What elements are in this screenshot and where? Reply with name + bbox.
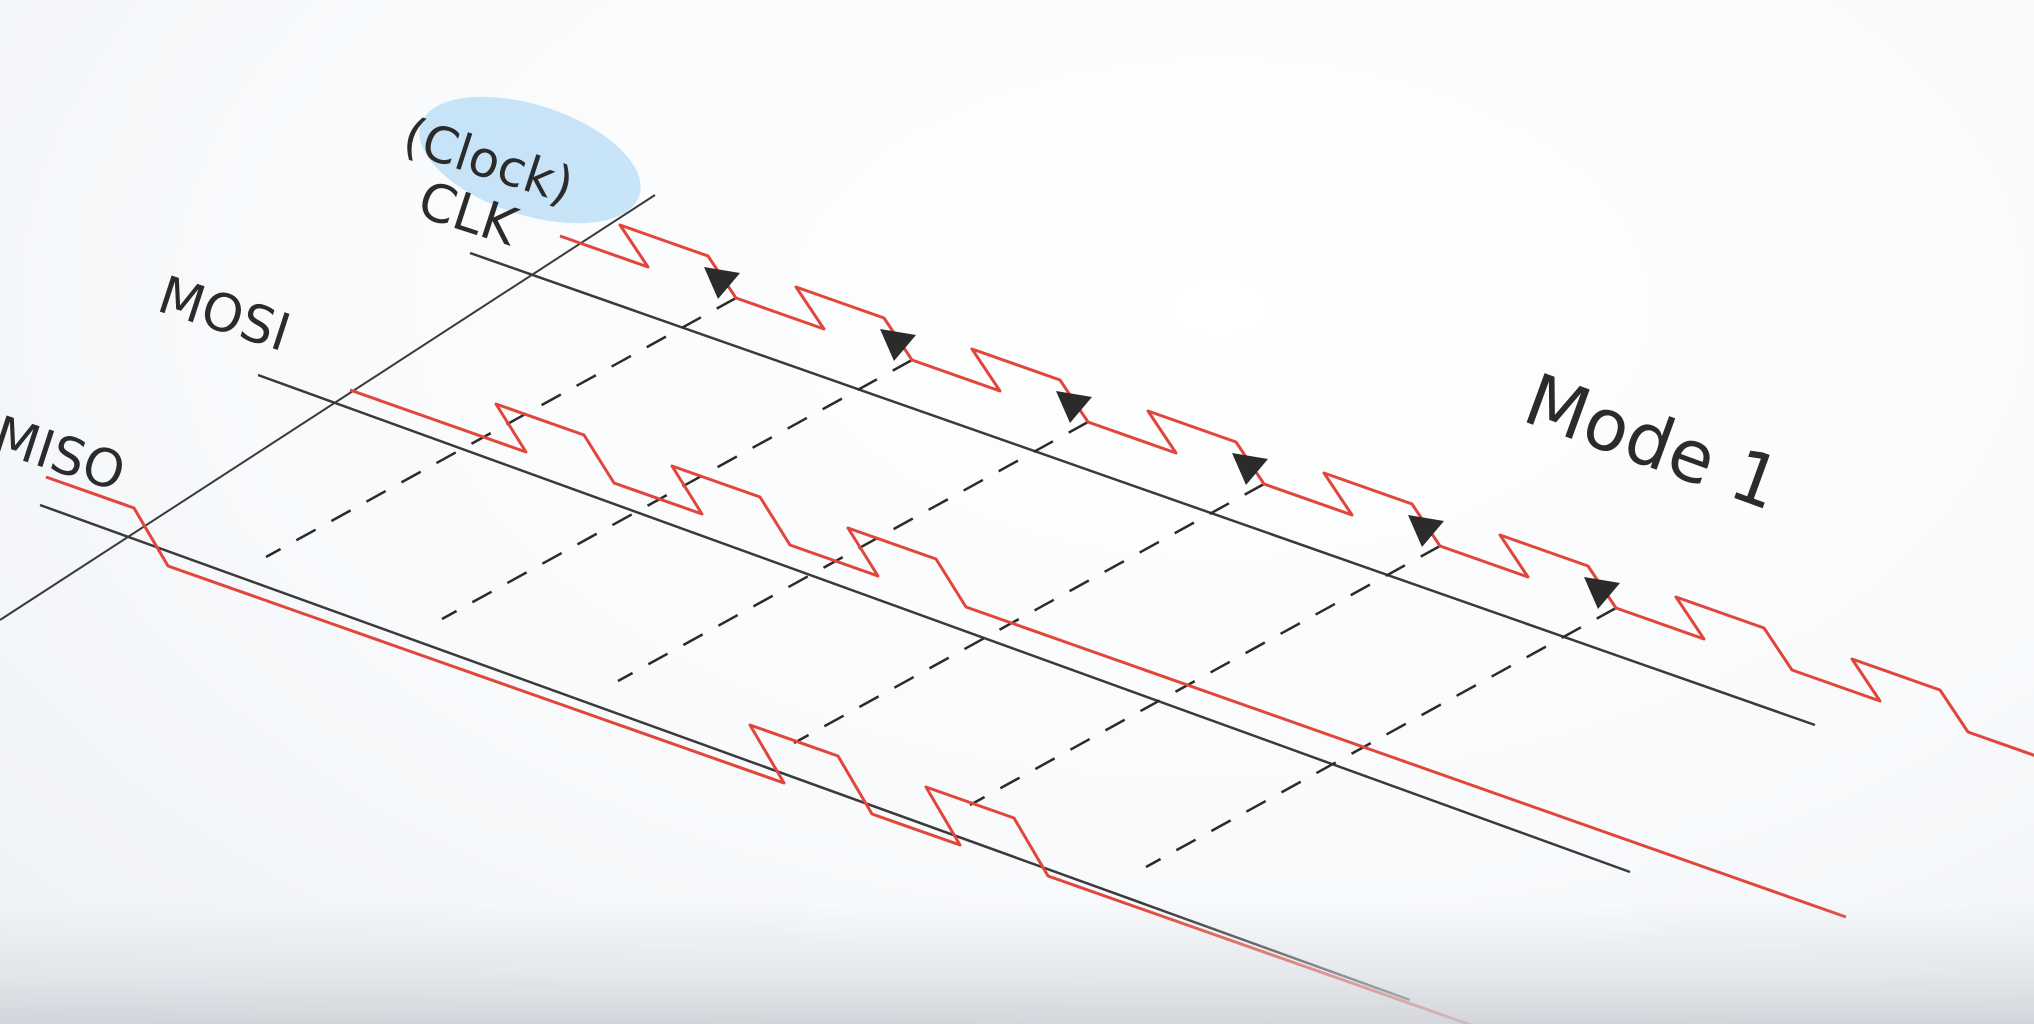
sampling-arrow: [704, 267, 740, 299]
mosi-baseline: [257, 373, 1631, 874]
mosi-label: MOSI: [151, 265, 297, 364]
sampling-arrow: [1056, 391, 1092, 423]
sampling-dash: [265, 296, 737, 559]
sampling-dash: [969, 544, 1441, 807]
clk-wave-path: [559, 223, 2034, 757]
sampling-arrow: [1408, 515, 1444, 547]
time-zero-axis: [0, 194, 656, 621]
sampling-dash: [441, 358, 913, 621]
mosi-waveform: [349, 388, 1847, 919]
sampling-arrow: [1232, 453, 1268, 485]
miso-label: MISO: [0, 405, 132, 504]
sampling-arrow: [1584, 577, 1620, 609]
mode-label: Mode 1: [1514, 357, 1792, 527]
sampling-arrows: [704, 267, 1620, 609]
miso-waveform: [45, 475, 1473, 1024]
mosi-wave-path: [349, 388, 1847, 919]
sampling-dashes: [265, 296, 1617, 869]
sampling-dash: [793, 482, 1265, 745]
clk-waveform: [559, 223, 2034, 757]
clock-highlight: [419, 96, 641, 224]
sampling-dash: [1145, 606, 1617, 869]
miso-baseline: [39, 503, 1411, 1002]
sampling-dash: [617, 420, 1089, 683]
sampling-arrow: [880, 329, 916, 361]
miso-wave-path: [45, 475, 1473, 1024]
clk-baseline: [469, 251, 1816, 727]
